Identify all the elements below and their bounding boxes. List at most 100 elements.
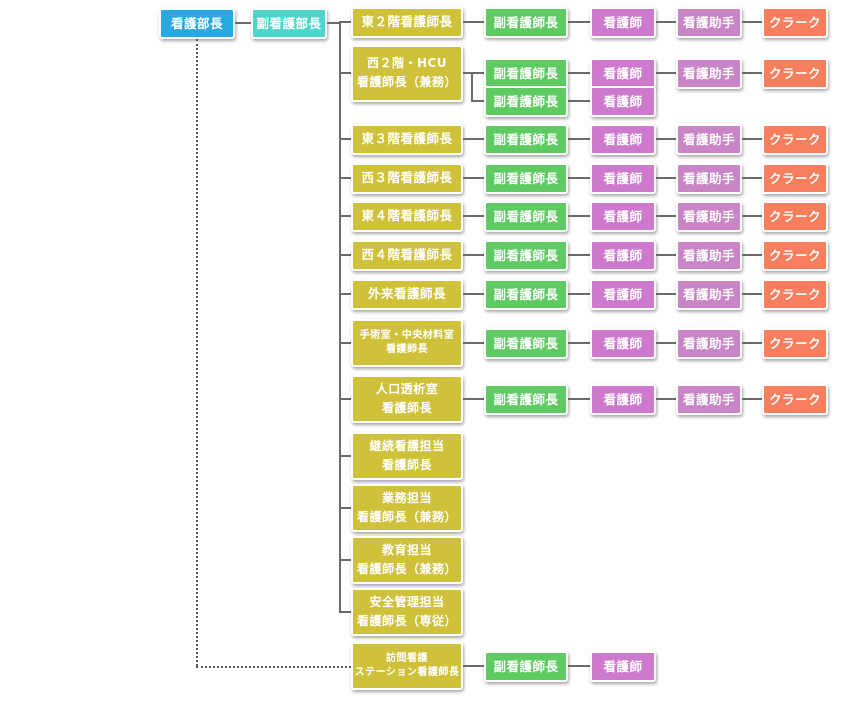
- chain-line-7-3: [742, 342, 762, 344]
- node-assistant-2[interactable]: 看護助手: [676, 124, 742, 155]
- node-assistant-8[interactable]: 看護助手: [676, 384, 742, 415]
- node-nurse-4[interactable]: 看護師: [590, 201, 656, 232]
- node-clerk-4[interactable]: クラーク: [762, 201, 828, 232]
- node-nurse-5[interactable]: 看護師: [590, 240, 656, 271]
- node-extra-deputy-head[interactable]: 副看護師長: [484, 86, 568, 117]
- extra-chain-line-1: [568, 100, 590, 102]
- branch-line-3: [339, 177, 351, 179]
- node-clerk-7[interactable]: クラーク: [762, 328, 828, 359]
- branch-line-6: [339, 293, 351, 295]
- node-nurse-13[interactable]: 看護師: [590, 651, 656, 682]
- chain-line-2-0: [463, 138, 484, 140]
- trunk-line: [339, 22, 341, 613]
- chain-line-5-1: [568, 254, 590, 256]
- chain-line-0-1: [568, 21, 590, 23]
- node-deputy-head-7[interactable]: 副看護師長: [484, 328, 568, 359]
- node-clerk-2[interactable]: クラーク: [762, 124, 828, 155]
- node-nurse-7[interactable]: 看護師: [590, 328, 656, 359]
- node-deputy-head-4[interactable]: 副看護師長: [484, 201, 568, 232]
- branch-line-7: [339, 342, 351, 344]
- chain-line-3-0: [463, 177, 484, 179]
- chain-line-1-3: [742, 72, 762, 74]
- node-assistant-6[interactable]: 看護助手: [676, 279, 742, 310]
- chain-line-0-0: [463, 21, 484, 23]
- node-nurse-2[interactable]: 看護師: [590, 124, 656, 155]
- node-extra-nurse[interactable]: 看護師: [590, 86, 656, 117]
- node-clerk-5[interactable]: クラーク: [762, 240, 828, 271]
- node-clerk-8[interactable]: クラーク: [762, 384, 828, 415]
- node-nurse-8[interactable]: 看護師: [590, 384, 656, 415]
- node-director[interactable]: 看護部長: [159, 8, 235, 39]
- chain-line-7-0: [463, 342, 484, 344]
- node-assistant-0[interactable]: 看護助手: [676, 7, 742, 38]
- node-deputy-head-1[interactable]: 副看護師長: [484, 58, 568, 89]
- node-deputy-head-3[interactable]: 副看護師長: [484, 163, 568, 194]
- chain-line-8-0: [463, 398, 484, 400]
- node-head-nurse-10[interactable]: 業務担当 看護師長（兼務）: [351, 484, 463, 532]
- node-head-nurse-7[interactable]: 手術室・中央材料室 看護師長: [351, 319, 463, 367]
- node-head-nurse-4[interactable]: 東４階看護師長: [351, 200, 463, 232]
- branch-line-0: [339, 21, 351, 23]
- node-assistant-3[interactable]: 看護助手: [676, 163, 742, 194]
- chain-line-1-0: [463, 72, 484, 74]
- node-deputy-head-6[interactable]: 副看護師長: [484, 279, 568, 310]
- branch-line-10: [339, 507, 351, 509]
- node-clerk-1[interactable]: クラーク: [762, 58, 828, 89]
- node-clerk-6[interactable]: クラーク: [762, 279, 828, 310]
- node-nurse-0[interactable]: 看護師: [590, 7, 656, 38]
- chain-line-5-3: [742, 254, 762, 256]
- chain-line-3-1: [568, 177, 590, 179]
- node-head-nurse-12[interactable]: 安全管理担当 看護師長（専従）: [351, 588, 463, 636]
- chain-line-0-2: [656, 21, 676, 23]
- node-nurse-1[interactable]: 看護師: [590, 58, 656, 89]
- connector-deputy-trunk: [327, 22, 339, 24]
- chain-line-2-3: [742, 138, 762, 140]
- node-deputy-head-5[interactable]: 副看護師長: [484, 240, 568, 271]
- chain-line-13-0: [463, 665, 484, 667]
- node-head-nurse-2[interactable]: 東３階看護師長: [351, 123, 463, 155]
- chain-line-7-2: [656, 342, 676, 344]
- node-head-nurse-1[interactable]: 西２階・HCU 看護師長（兼務）: [351, 44, 463, 102]
- chain-line-6-3: [742, 293, 762, 295]
- node-head-nurse-8[interactable]: 人口透析室 看護師長: [351, 375, 463, 423]
- chain-line-4-1: [568, 215, 590, 217]
- node-deputy-head-13[interactable]: 副看護師長: [484, 651, 568, 682]
- branch-line-5: [339, 254, 351, 256]
- node-clerk-0[interactable]: クラーク: [762, 7, 828, 38]
- node-deputy-head-0[interactable]: 副看護師長: [484, 7, 568, 38]
- connector-director-deputy: [235, 22, 251, 24]
- chain-line-7-1: [568, 342, 590, 344]
- node-head-nurse-9[interactable]: 継続看護担当 看護師長: [351, 432, 463, 480]
- node-nurse-3[interactable]: 看護師: [590, 163, 656, 194]
- node-assistant-4[interactable]: 看護助手: [676, 201, 742, 232]
- branch-line-4: [339, 215, 351, 217]
- dotted-connector: [196, 39, 200, 666]
- node-clerk-3[interactable]: クラーク: [762, 163, 828, 194]
- node-head-nurse-3[interactable]: 西３階看護師長: [351, 162, 463, 194]
- node-head-nurse-11[interactable]: 教育担当 看護師長（兼務）: [351, 536, 463, 584]
- chain-line-8-1: [568, 398, 590, 400]
- chain-line-8-2: [656, 398, 676, 400]
- chain-line-4-2: [656, 215, 676, 217]
- branch-line-9: [339, 455, 351, 457]
- node-head-nurse-5[interactable]: 西４階看護師長: [351, 239, 463, 271]
- branch-line-11: [339, 559, 351, 561]
- chain-line-2-2: [656, 138, 676, 140]
- node-assistant-1[interactable]: 看護助手: [676, 58, 742, 89]
- node-deputy-head-8[interactable]: 副看護師長: [484, 384, 568, 415]
- chain-line-3-3: [742, 177, 762, 179]
- node-deputy-director[interactable]: 副看護部長: [251, 8, 327, 39]
- dotted-connector: [196, 666, 351, 670]
- chain-line-3-2: [656, 177, 676, 179]
- node-assistant-5[interactable]: 看護助手: [676, 240, 742, 271]
- node-head-nurse-13[interactable]: 訪問看護 ステーション看護師長: [351, 642, 463, 690]
- branch-line-12: [339, 611, 351, 613]
- node-nurse-6[interactable]: 看護師: [590, 279, 656, 310]
- node-deputy-head-2[interactable]: 副看護師長: [484, 124, 568, 155]
- node-head-nurse-0[interactable]: 東２階看護師長: [351, 6, 463, 38]
- node-assistant-7[interactable]: 看護助手: [676, 328, 742, 359]
- chain-line-5-0: [463, 254, 484, 256]
- node-head-nurse-6[interactable]: 外来看護師長: [351, 278, 463, 310]
- chain-line-4-3: [742, 215, 762, 217]
